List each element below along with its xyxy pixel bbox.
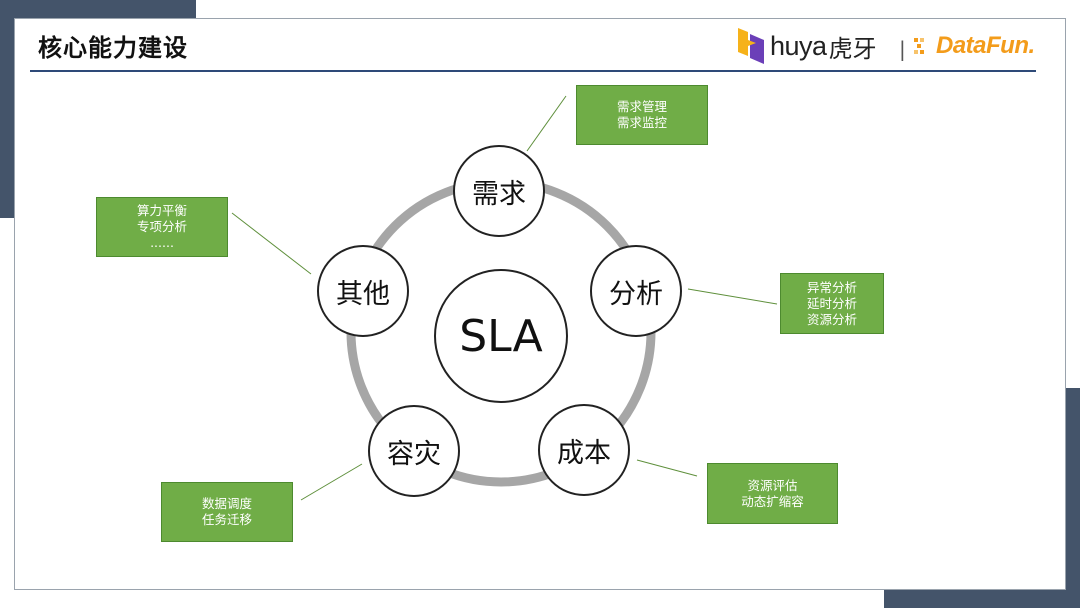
node-label-demand: 需求 — [472, 178, 526, 210]
detail-line: 算力平衡 — [136, 203, 187, 218]
connector-analysis — [687, 288, 778, 305]
node-label-analysis: 分析 — [609, 278, 663, 310]
detail-box-demand: 需求管理 需求监控 — [576, 85, 708, 145]
detail-line: 专项分析 — [136, 219, 187, 234]
detail-line: 数据调度 — [201, 496, 252, 511]
center-circle — [434, 269, 568, 403]
datafun-logo-text: DataFun. — [936, 32, 1035, 59]
detail-line: 资源分析 — [806, 311, 857, 327]
detail-line: 动态扩缩容 — [741, 493, 804, 509]
detail-line: 延时分析 — [806, 295, 857, 311]
slide-title: 核心能力建设 — [38, 34, 188, 62]
node-label-disaster: 容灾 — [387, 438, 441, 470]
connector-other — [231, 212, 312, 275]
detail-line: 任务迁移 — [201, 512, 252, 527]
node-label-other: 其他 — [336, 278, 390, 310]
detail-line: 需求监控 — [616, 115, 667, 130]
node-circle-demand — [453, 145, 545, 237]
title-divider — [30, 70, 1036, 72]
huya-logo: huya 虎牙 — [736, 24, 877, 68]
huya-logo-chinese: 虎牙 — [828, 34, 877, 63]
node-circle-analysis — [590, 245, 682, 337]
node-circle-cost — [538, 404, 630, 496]
center-label: SLA — [459, 310, 543, 362]
detail-box-disaster: 数据调度 任务迁移 — [161, 482, 293, 542]
huya-logo-mark-icon — [738, 28, 764, 64]
detail-box-analysis: 异常分析 延时分析 资源分析 — [780, 273, 884, 334]
detail-line: ...... — [150, 235, 174, 250]
detail-line: 资源评估 — [747, 477, 798, 493]
connector-demand — [526, 95, 567, 152]
detail-box-cost: 资源评估 动态扩缩容 — [707, 463, 838, 524]
connector-disaster — [300, 463, 363, 501]
datafun-logo-mark-icon — [914, 38, 924, 54]
node-circle-other — [317, 245, 409, 337]
node-label-cost: 成本 — [557, 437, 611, 469]
logo-separator: | — [899, 37, 906, 61]
huya-logo-text: huya — [770, 30, 827, 61]
detail-box-other: 算力平衡 专项分析 ...... — [96, 197, 228, 257]
connector-cost — [636, 459, 698, 477]
detail-line: 需求管理 — [616, 99, 667, 114]
detail-line: 异常分析 — [806, 279, 857, 295]
node-circle-disaster — [368, 405, 460, 497]
datafun-logo: DataFun. — [914, 24, 1035, 68]
